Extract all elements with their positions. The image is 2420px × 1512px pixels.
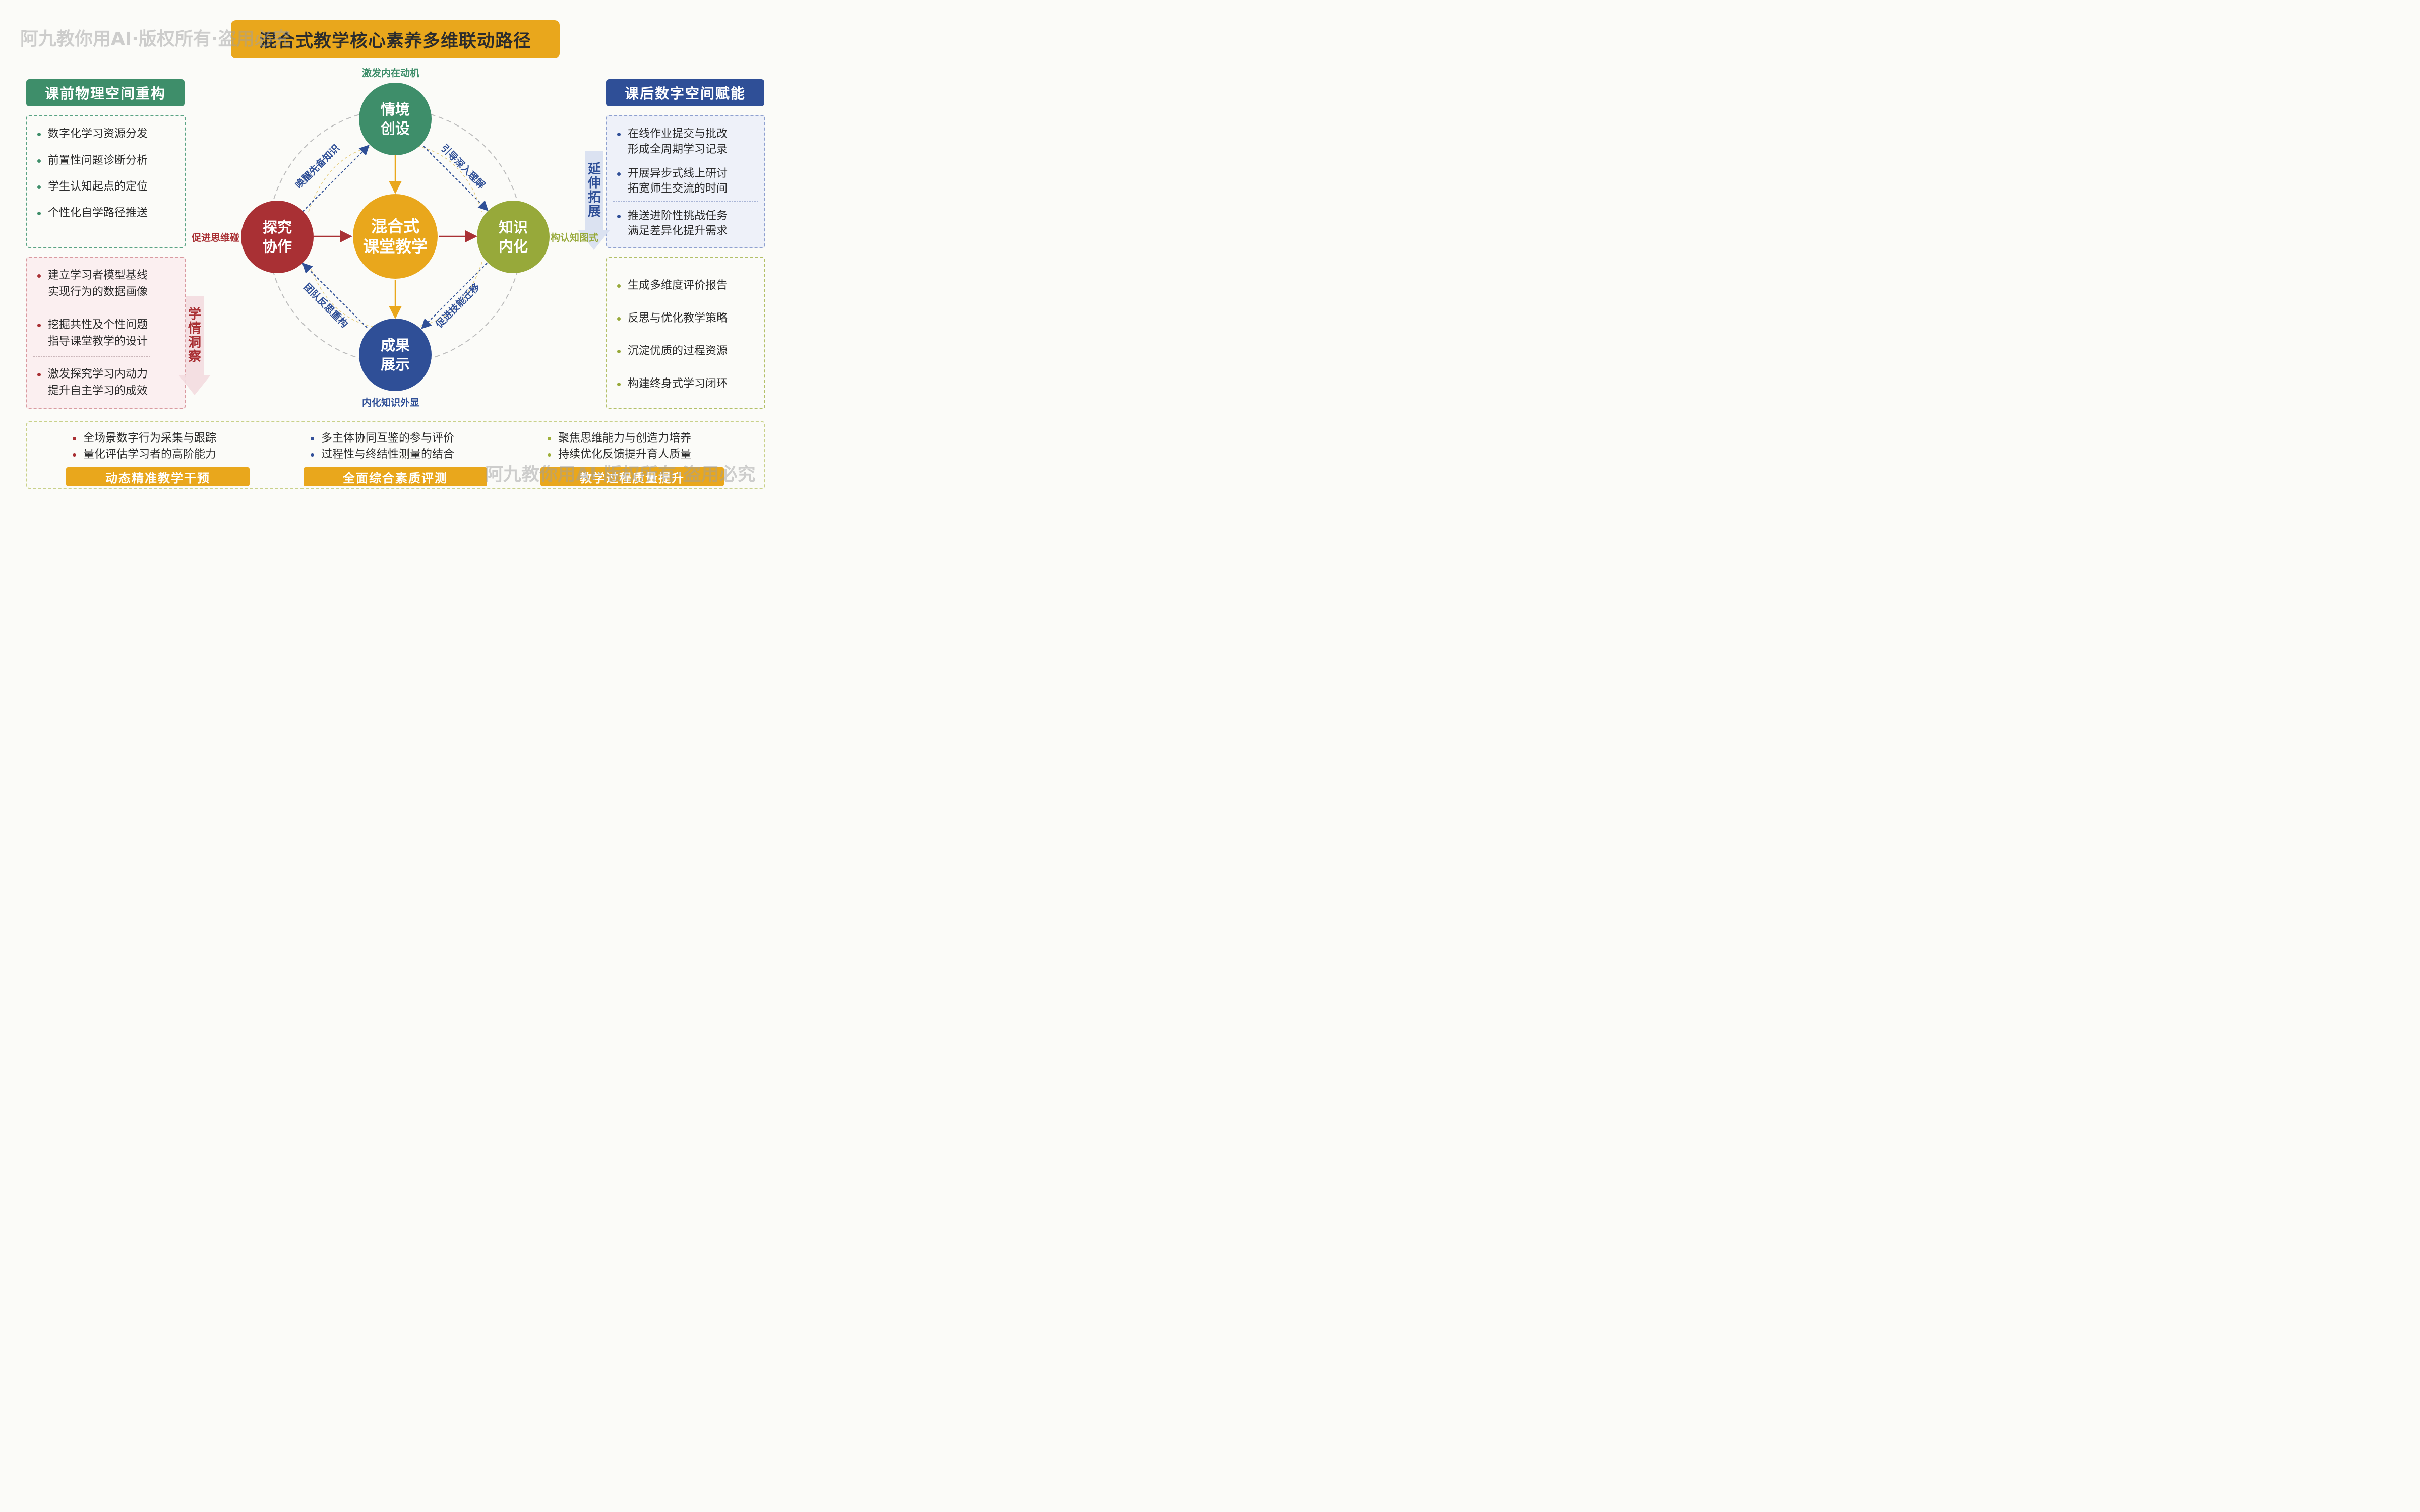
list-item: 生成多维度评价报告 (617, 278, 728, 294)
list-item: 在线作业提交与批改 (617, 126, 728, 142)
list-item-line2: 指导课堂教学的设计 (48, 335, 148, 348)
list-item: 推送进阶性挑战任务 (617, 208, 728, 224)
list-item: 开展异步式线上研讨 (617, 166, 728, 182)
right-vertical-label: 延伸拓展 (587, 162, 601, 219)
footer-item: 持续优化反馈提升育人质量 (548, 447, 691, 463)
node-left: 探究协作 (241, 201, 314, 273)
footer-item: 全场景数字行为采集与跟踪 (73, 430, 216, 447)
list-item: 反思与优化教学策略 (617, 310, 728, 327)
right-down-arrow-shape (578, 151, 610, 250)
right-upper-panel: 在线作业提交与批改 形成全周期学习记录 开展异步式线上研讨 拓宽师生交流的时间 … (606, 115, 765, 248)
list-item: 挖掘共性及个性问题 (37, 317, 148, 333)
footer-item: 过程性与终结性测量的结合 (311, 447, 454, 463)
left-down-arrow-shape (178, 296, 211, 395)
right-header: 课后数字空间赋能 (606, 79, 764, 106)
node-top: 情境创设 (359, 83, 432, 155)
list-item: 构建终身式学习闭环 (617, 376, 728, 392)
left-node-label: 促进思维碰 (192, 232, 240, 243)
divider (33, 356, 150, 357)
left-header: 课前物理空间重构 (26, 79, 185, 106)
list-item-line2: 拓宽师生交流的时间 (628, 182, 728, 195)
left-vertical-label: 学情洞察 (188, 307, 201, 364)
node-right: 知识内化 (477, 201, 550, 273)
title-bar: 混合式教学核心素养多维联动路径 (231, 20, 560, 58)
list-item: 个性化自学路径推送 (37, 205, 148, 221)
top-node-label: 激发内在动机 (362, 68, 420, 79)
list-item-line2: 实现行为的数据画像 (48, 286, 148, 298)
footer-tag-1: 动态精准教学干预 (66, 467, 250, 486)
list-item: 激发探究学习内动力 (37, 366, 148, 383)
list-item: 前置性问题诊断分析 (37, 153, 148, 169)
list-item: 建立学习者模型基线 (37, 268, 148, 284)
page-title: 混合式教学核心素养多维联动路径 (259, 31, 531, 51)
footer-tag-3: 教学过程质量提升 (540, 467, 724, 486)
left-upper-panel: 数字化学习资源分发 前置性问题诊断分析 学生认知起点的定位 个性化自学路径推送 (26, 115, 186, 248)
footer-item: 量化评估学习者的高阶能力 (73, 447, 216, 463)
footer-item: 多主体协同互鉴的参与评价 (311, 430, 454, 447)
left-lower-panel: 建立学习者模型基线 实现行为的数据画像 挖掘共性及个性问题 指导课堂教学的设计 … (26, 257, 186, 409)
list-item-line2: 满足差异化提升需求 (628, 225, 728, 237)
right-node-label: 构认知图式 (551, 232, 599, 243)
footer-item: 聚焦思维能力与创造力培养 (548, 430, 691, 447)
watermark-top: 阿九教你用AI·版权所有·盗用必究 (20, 29, 291, 49)
right-lower-panel: 生成多维度评价报告 反思与优化教学策略 沉淀优质的过程资源 构建终身式学习闭环 (606, 257, 765, 409)
footer-tag-2: 全面综合素质评测 (304, 467, 487, 486)
bottom-node-label: 内化知识外显 (362, 397, 420, 408)
watermark-bottom: 阿九教你用AI·版权所有·盗用必究 (485, 464, 756, 485)
list-item-line2: 形成全周期学习记录 (628, 143, 728, 156)
list-item: 数字化学习资源分发 (37, 126, 148, 142)
divider (613, 201, 758, 202)
list-item: 沉淀优质的过程资源 (617, 343, 728, 359)
node-bottom: 成果展示 (359, 319, 432, 391)
list-item-line2: 提升自主学习的成效 (48, 385, 148, 397)
list-item: 学生认知起点的定位 (37, 179, 148, 195)
center-node: 混合式课堂教学 (353, 194, 438, 279)
